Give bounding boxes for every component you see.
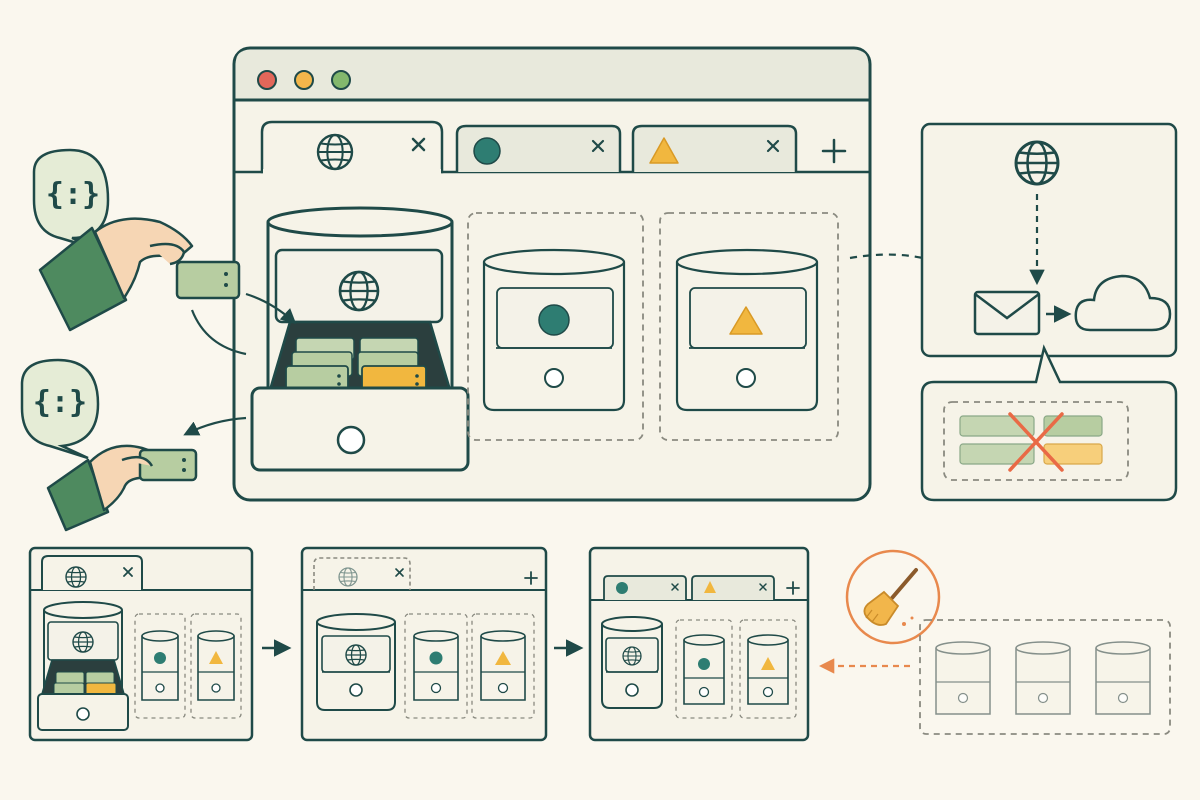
blocked-cross-icon [1008, 412, 1064, 472]
close-icon[interactable] [411, 137, 426, 152]
cleanup-step [818, 549, 1171, 735]
retrieve-arrow [183, 416, 247, 436]
api-speech-bubble: {:} [32, 148, 110, 252]
container-site [250, 206, 470, 472]
tab-amber[interactable] [631, 124, 798, 172]
drawer-handle[interactable] [544, 368, 564, 388]
open-drawer[interactable] [250, 320, 470, 472]
drawer-handle[interactable] [336, 425, 366, 455]
maximize-light[interactable] [331, 70, 351, 90]
amber-triangle-icon [729, 306, 763, 335]
plus-icon [786, 581, 800, 595]
container-amber [659, 212, 839, 441]
plus-icon [524, 571, 538, 585]
amber-triangle-icon [649, 137, 679, 164]
empty-container [1095, 641, 1151, 715]
data-card [138, 448, 198, 482]
close-light[interactable] [257, 70, 277, 90]
cloud-icon [1074, 274, 1172, 332]
close-icon[interactable] [766, 139, 780, 153]
store-arrow [245, 292, 297, 325]
broom-icon [845, 549, 941, 645]
flow-curve [190, 309, 247, 356]
close-icon [395, 568, 404, 577]
api-speech-bubble: {:} [20, 358, 100, 460]
tab-teal[interactable] [455, 124, 622, 172]
close-icon [671, 583, 679, 591]
sequence-step-3 [588, 546, 810, 742]
sync-panel [849, 122, 1178, 502]
minimize-light[interactable] [294, 70, 314, 90]
retrieve-action: {:} [20, 358, 247, 532]
code-braces-icon: {:} [46, 177, 100, 212]
close-icon [759, 583, 767, 591]
close-icon [123, 567, 133, 577]
stored-item-card [285, 337, 427, 395]
empty-container [935, 641, 991, 715]
container-teal [467, 212, 644, 441]
store-action: {:} [32, 148, 297, 356]
hand-inserting-card [38, 217, 241, 332]
plus-icon[interactable] [821, 138, 847, 164]
main-browser-window [232, 46, 872, 502]
sequence-step-1 [28, 546, 254, 742]
data-card [175, 260, 241, 300]
tab-site[interactable] [260, 120, 444, 175]
blocked-storage-cards [959, 415, 1103, 465]
teal-circle-icon [538, 304, 570, 336]
envelope-icon [973, 290, 1041, 336]
close-icon[interactable] [591, 139, 605, 153]
sequence-step-2 [300, 546, 548, 742]
drawer-handle[interactable] [736, 368, 756, 388]
teal-circle-icon [473, 137, 501, 165]
code-braces-icon: {:} [33, 385, 87, 420]
hand-holding-card [46, 444, 198, 532]
window-titlebar [236, 50, 868, 100]
empty-container [1015, 641, 1071, 715]
